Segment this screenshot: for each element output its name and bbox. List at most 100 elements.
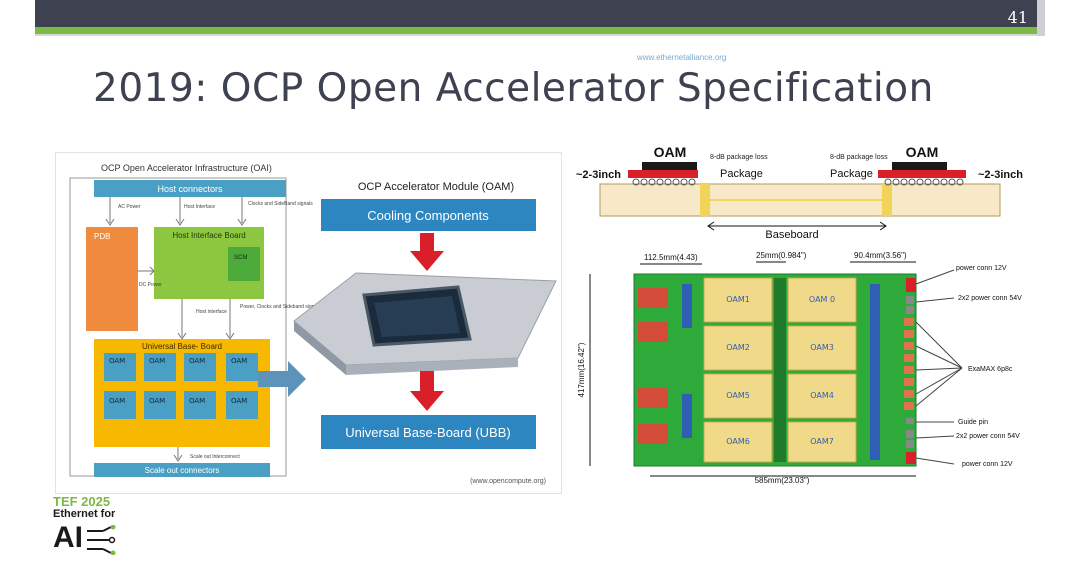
oam-slot-label: OAM4 (810, 391, 834, 400)
pdb-label: PDB (94, 232, 110, 241)
oai-oam-tile: OAM (189, 357, 205, 365)
right-connectors (904, 278, 916, 464)
right-oam-chip (892, 162, 947, 170)
oam-slot-label: OAM1 (726, 295, 750, 304)
oai-oam-tile: OAM (231, 357, 247, 365)
scale-out-interconnect-label: Scale out Interconnect (190, 454, 240, 460)
loss-right-label: 8-dB package loss (830, 154, 888, 161)
baseboard-label: Baseboard (765, 229, 818, 241)
host-interface-mid-label: Host interface (196, 309, 227, 315)
pdb-block (86, 227, 138, 331)
website-url: www.ethernetalliance.org (637, 53, 727, 62)
retimer-left-top (682, 284, 692, 328)
dc-power-arrow-icon (138, 266, 155, 276)
header-bar (35, 0, 1045, 27)
callout-leaders (915, 269, 963, 465)
oam-slot-label: OAM6 (726, 437, 750, 446)
oam-title: OCP Accelerator Module (OAM) (358, 181, 514, 193)
dim-right-label: 90.4mm(3.56") (854, 251, 907, 260)
oam-right-label: OAM (906, 144, 939, 160)
callout-label: power conn 12V (956, 265, 1007, 272)
reach-right-label: ~2-3inch (978, 169, 1023, 181)
cooling-box (321, 199, 536, 231)
oai-oam-grid: OAM OAM OAM OAM OAM OAM OAM OAM (104, 353, 258, 419)
host-connectors-bar (94, 180, 286, 197)
oam-module-grid (703, 277, 857, 463)
retimer-left-bottom (682, 394, 692, 438)
callout-label: 2x2 power conn 54V (958, 295, 1022, 302)
oam-left-label: OAM (654, 144, 687, 160)
retimer-right (870, 284, 880, 460)
right-package-bar (878, 170, 966, 178)
scale-out-connectors-bar (94, 463, 270, 477)
header-right-tab (1037, 0, 1045, 36)
oai-oam-tile: OAM (189, 397, 205, 405)
circuit-icon (87, 525, 116, 555)
package-left-label: Package (720, 168, 763, 180)
header-divider (35, 34, 1045, 36)
package-right-label: Package (830, 168, 873, 180)
ac-power-label: AC Power (118, 204, 141, 210)
callout-label: ExaMAX 6p8c (968, 366, 1013, 373)
slide-title: 2019: OCP Open Accelerator Specification (93, 66, 934, 111)
baseboard-figure-svg: OAM OAM 8-dB package loss 8-dB package l… (570, 138, 1040, 488)
down-arrow-bottom-icon (410, 371, 444, 411)
dim-mid-label: 25mm(0.984") (756, 251, 807, 260)
ubb-box (321, 415, 536, 449)
expand-arrow-icon (258, 361, 306, 397)
oai-oam-tile: OAM (149, 397, 165, 405)
oai-oam-tile: OAM (231, 397, 247, 405)
callout-label: Guide pin (958, 419, 988, 426)
dc-power-label: DC Power (139, 282, 162, 288)
oai-oam-tile: OAM (109, 357, 125, 365)
oai-heading: OCP Open Accelerator Infrastructure (OAI… (101, 163, 272, 173)
logo-line1: TEF 2025 (53, 494, 111, 509)
dim-width-label: 585mm(23.03") (755, 476, 810, 485)
down-arrow-top-icon (410, 233, 444, 271)
baseboard-figure: OAM OAM 8-dB package loss 8-dB package l… (570, 138, 1040, 488)
left-package-bar (628, 170, 698, 178)
callout-label: 2x2 power conn 54V (956, 433, 1020, 440)
host-interface-label: Host Interface (184, 204, 215, 210)
power-clocks-label: Power, Clocks and Sideband signals (240, 304, 321, 310)
host-iface-arrow-icon (175, 197, 185, 226)
oam-slot-label: OAM7 (810, 437, 834, 446)
baseboard-span-arrow-icon (707, 221, 887, 231)
dim-left-label: 112.5mm(4.43) (644, 253, 698, 262)
oai-oam-tile: OAM (149, 357, 165, 365)
slide-number: 41 (1007, 8, 1028, 27)
oam-module-image (293, 272, 557, 375)
scm-block (228, 247, 260, 281)
scm-label: SCM (234, 255, 247, 261)
right-solder-balls (884, 178, 964, 186)
ac-power-arrow-icon (105, 197, 115, 226)
left-solder-balls (632, 178, 696, 186)
opencompute-credit: (www.opencompute.org) (470, 478, 546, 485)
host-connectors-label: Host connectors (157, 184, 223, 194)
clocks-arrow-icon (237, 197, 247, 226)
oai-figure: OCP Open Accelerator Infrastructure (OAI… (55, 152, 562, 494)
logo-line3: AI (53, 521, 83, 554)
oam-slot-label: OAM3 (810, 343, 834, 352)
logo-line2: Ethernet for (53, 508, 116, 520)
oam-slot-label: OAM 0 (809, 295, 835, 304)
left-connectors (638, 288, 668, 444)
cooling-label: Cooling Components (367, 208, 489, 223)
left-oam-chip (642, 162, 697, 170)
host-interface-board-label: Host Interface Board (172, 231, 245, 240)
loss-left-label: 8-dB package loss (710, 154, 768, 161)
ubb-label: Universal Base- Board (142, 342, 222, 351)
scale-out-arrow-icon (173, 447, 183, 462)
clocks-sideband-label: Clocks and SideBand signals (248, 201, 313, 207)
scale-out-connectors-label: Scale out connectors (145, 466, 220, 475)
ubb-box-label: Universal Base-Board (UBB) (345, 425, 510, 440)
reach-left-label: ~2-3inch (576, 169, 621, 181)
tef-logo: TEF 2025 Ethernet for AI (53, 495, 133, 563)
header-accent-stripe (35, 27, 1045, 34)
dim-height-label: 417mm(16.42") (577, 342, 586, 397)
oam-slot-label: OAM5 (726, 391, 750, 400)
oam-slot-label: OAM2 (726, 343, 750, 352)
callout-label: power conn 12V (962, 461, 1013, 468)
oai-figure-svg: OCP Open Accelerator Infrastructure (OAI… (56, 153, 561, 493)
oai-oam-tile: OAM (109, 397, 125, 405)
